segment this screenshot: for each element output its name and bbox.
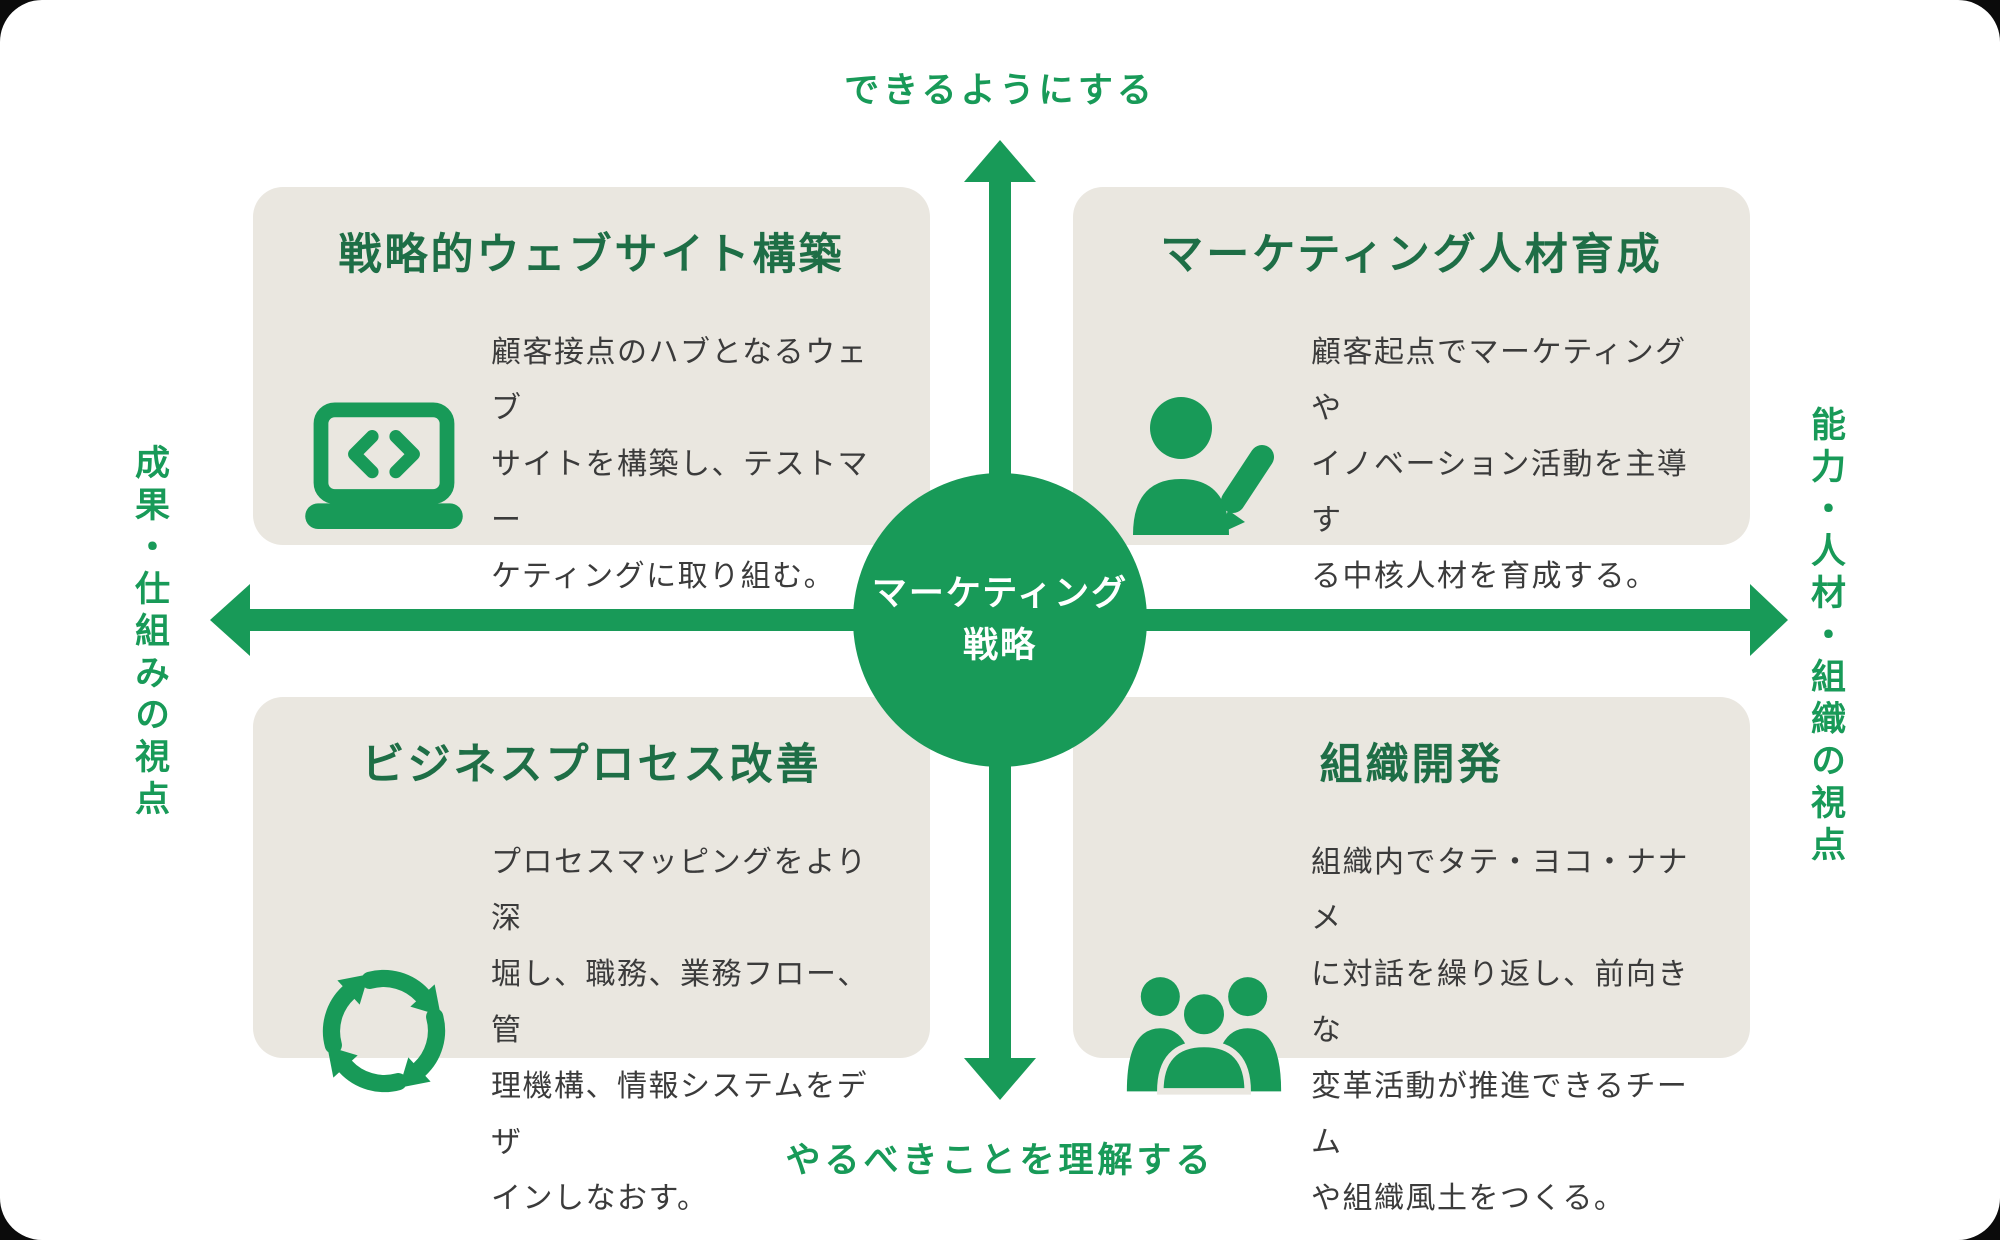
card-description: 顧客接点のハブとなるウェブ サイトを構築し、テストマー ケティングに取り組む。 [491,336,869,594]
card-description: 組織内でタテ・ヨコ・ナナメ に対話を繰り返し、前向きな 変革活動が推進できるチー… [1311,846,1689,1216]
quadrant-card-organization-development: 組織開発 組織内でタテ・ヨコ・ナナメ に対話を繰り返し、前向きな 変革活動が推進… [1073,697,1750,1215]
card-content: 顧客起点でマーケティングや イノベーション活動を主導す る中核人材を育成する。 [1125,325,1698,605]
cycle-arrows-icon [305,955,463,1107]
person-edit-icon [1125,395,1283,536]
card-description: 顧客起点でマーケティングや イノベーション活動を主導す る中核人材を育成する。 [1311,336,1689,594]
center-circle-line1: マーケティング [871,573,1129,613]
card-title: マーケティング人材育成 [1160,231,1663,279]
axis-label-bottom: やるべきことを理解する [785,1141,1215,1180]
people-group-icon [1125,967,1283,1095]
card-title: 戦略的ウェブサイト構築 [338,231,845,279]
card-content: 組織内でタテ・ヨコ・ナナメ に対話を繰り返し、前向きな 変革活動が推進できるチー… [1125,835,1698,1227]
quadrant-card-business-process: ビジネスプロセス改善 プロセスマッピングをより深 堀し、職務、業務フロー、管 理… [253,697,930,1215]
quadrant-card-marketing-talent: マーケティング人材育成 顧客起点でマーケティングや イノベーション活動を主導す … [1073,187,1750,593]
laptop-code-icon [305,401,463,530]
quadrant-card-strategic-website: 戦略的ウェブサイト構築 顧客接点のハブとなるウェブ サイトを構築し、テストマー … [253,187,930,593]
card-content: プロセスマッピングをより深 堀し、職務、業務フロー、管 理機構、情報システムをデ… [305,835,878,1227]
axis-label-right: 能力・人材・組織の視点 [1806,406,1845,868]
center-strategy-circle: マーケティング 戦略 [853,473,1147,767]
card-content: 顧客接点のハブとなるウェブ サイトを構築し、テストマー ケティングに取り組む。 [305,325,878,605]
axis-label-top: できるようにする [844,71,1156,110]
card-title: ビジネスプロセス改善 [361,741,822,789]
card-description: プロセスマッピングをより深 堀し、職務、業務フロー、管 理機構、情報システムをデ… [491,846,869,1216]
card-title: 組織開発 [1319,741,1504,789]
axis-label-left: 成果・仕組みの視点 [130,444,169,822]
center-circle-line2: 戦略 [962,626,1037,665]
